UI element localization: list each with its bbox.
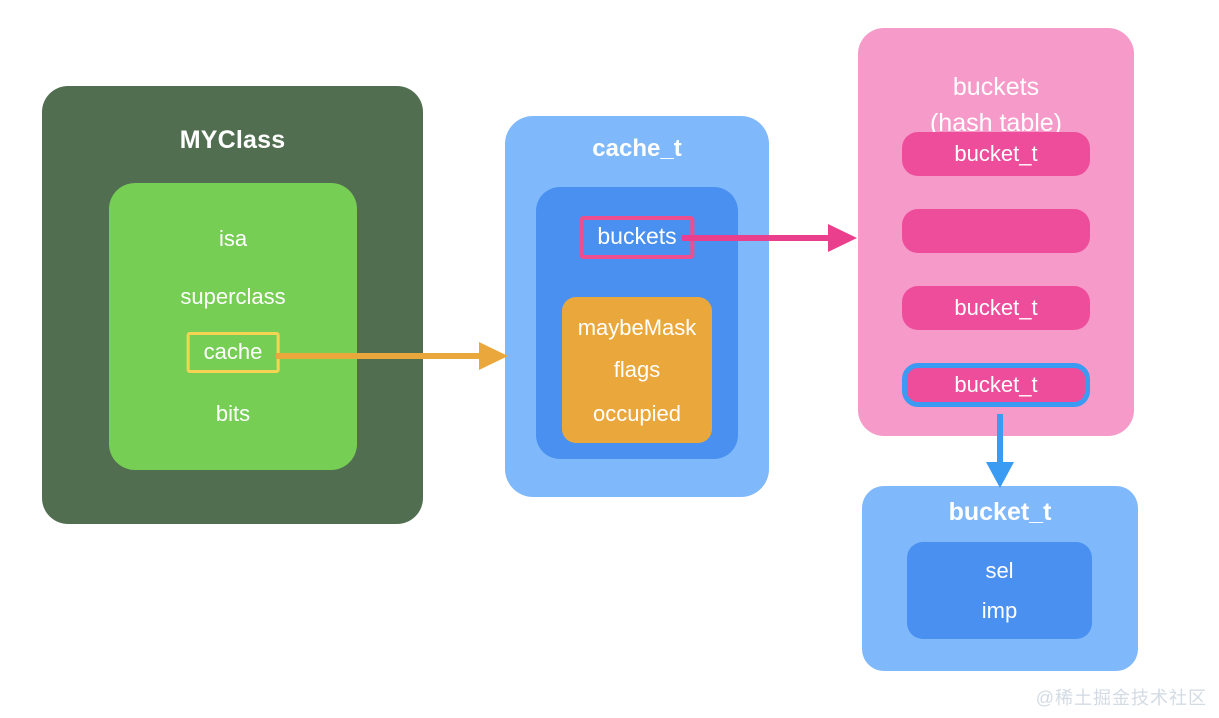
myclass-box: MYClass isa superclass cache bits <box>42 86 423 524</box>
cache-t-field-maybemask: maybeMask <box>577 315 697 340</box>
bucket-t-fields-group: sel imp <box>907 542 1092 639</box>
arrow-bucket-to-bucket-t-detail <box>986 414 1014 488</box>
cache-t-field-buckets-highlight[interactable]: buckets <box>579 216 695 259</box>
bucket-row[interactable]: bucket_t <box>902 132 1090 176</box>
bucket-t-box: bucket_t sel imp <box>862 486 1138 671</box>
buckets-hash-table-title: buckets (hash table) <box>929 73 1063 137</box>
myclass-field-cache-label: cache <box>203 339 263 364</box>
bucket-row[interactable] <box>902 209 1090 253</box>
cache-t-field-flags: flags <box>613 357 661 382</box>
cache-t-field-occupied: occupied <box>592 401 682 426</box>
myclass-title: MYClass <box>179 126 286 154</box>
cache-t-fields-group: buckets maybeMask flags occupied <box>536 187 738 459</box>
bucket-row[interactable]: bucket_t <box>902 286 1090 330</box>
myclass-field-cache-highlight[interactable]: cache <box>186 332 280 373</box>
buckets-hash-table-box: buckets (hash table) bucket_t bucket_t b… <box>858 28 1134 436</box>
arrow-buckets-to-hash-table <box>682 224 857 252</box>
bucket-t-field-imp: imp <box>981 598 1018 623</box>
cache-t-title: cache_t <box>592 135 682 162</box>
watermark: @稀土掘金技术社区 <box>1035 688 1207 708</box>
arrow-cache-to-cache-t <box>276 342 508 370</box>
cache-t-field-buckets-label: buckets <box>597 223 677 249</box>
bucket-row-selected[interactable]: bucket_t <box>902 363 1090 407</box>
myclass-fields-group: isa superclass cache bits <box>109 183 357 470</box>
myclass-field-superclass: superclass <box>180 284 286 309</box>
cache-t-box: cache_t buckets maybeMask flags occupied <box>505 116 769 497</box>
bucket-t-field-sel: sel <box>985 558 1014 583</box>
myclass-field-isa: isa <box>218 226 248 251</box>
bucket-t-title: bucket_t <box>948 498 1052 526</box>
cache-t-mask-group: maybeMask flags occupied <box>562 297 712 443</box>
myclass-field-bits: bits <box>215 401 251 426</box>
